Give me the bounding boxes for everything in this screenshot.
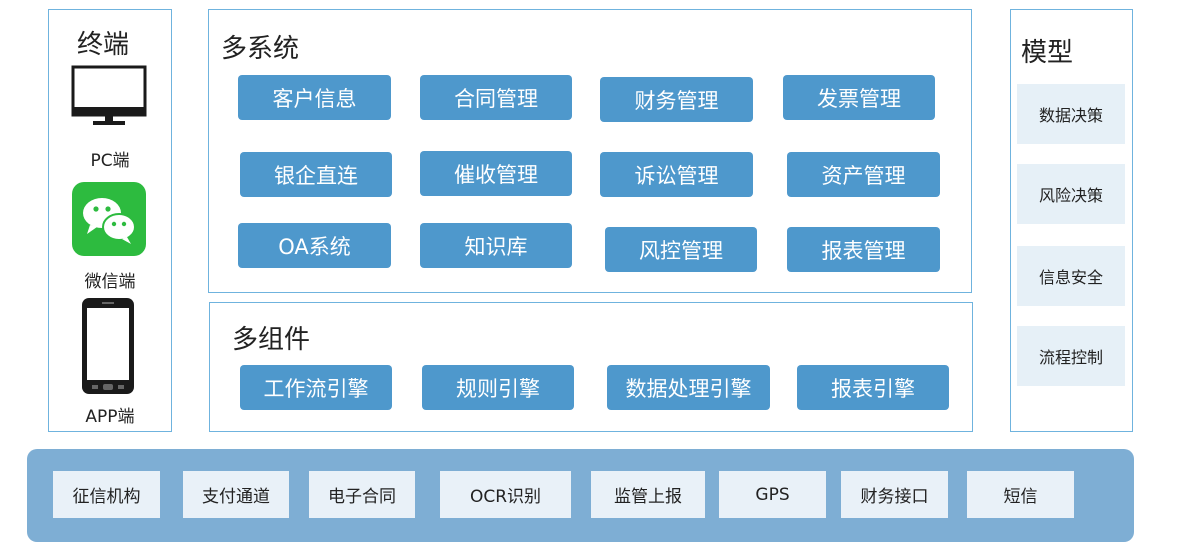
integration-sms: 短信 [967,471,1074,518]
terminal-label-pc: PC端 [90,151,130,171]
model-title: 模型 [1021,38,1074,68]
component-rule-engine[interactable]: 规则引擎 [422,365,574,410]
monitor-icon [71,65,147,133]
components-title: 多组件 [232,325,311,355]
integration-e-contract: 电子合同 [309,471,415,518]
smartphone-icon [80,296,136,400]
model-item-data-decision: 数据决策 [1017,84,1125,144]
integration-finance-interface: 财务接口 [841,471,948,518]
systems-panel: 多系统 客户信息 合同管理 财务管理 发票管理 银企直连 催收管理 诉讼管理 资… [208,9,972,293]
integration-payment-channel: 支付通道 [183,471,289,518]
model-item-info-security: 信息安全 [1017,246,1125,306]
model-panel: 模型 数据决策 风险决策 信息安全 流程控制 [1010,9,1133,432]
integration-bar: 征信机构 支付通道 电子合同 OCR识别 监管上报 GPS 财务接口 短信 [27,449,1134,542]
component-report-engine[interactable]: 报表引擎 [797,365,949,410]
integration-ocr: OCR识别 [440,471,571,518]
terminal-title: 终端 [77,30,130,60]
terminal-panel: 终端 PC端 微信端 [48,9,172,432]
system-bank-direct[interactable]: 银企直连 [240,152,392,197]
terminal-label-wechat: 微信端 [84,272,136,292]
system-risk-control[interactable]: 风控管理 [605,227,757,272]
component-workflow-engine[interactable]: 工作流引擎 [240,365,392,410]
system-oa[interactable]: OA系统 [238,223,391,268]
system-litigation-mgmt[interactable]: 诉讼管理 [600,152,753,197]
wechat-icon [72,182,146,260]
system-report-mgmt[interactable]: 报表管理 [787,227,940,272]
terminal-label-app: APP端 [85,407,135,427]
systems-title: 多系统 [221,34,300,64]
system-invoice-mgmt[interactable]: 发票管理 [783,75,935,120]
system-asset-mgmt[interactable]: 资产管理 [787,152,940,197]
system-knowledge-base[interactable]: 知识库 [420,223,572,268]
system-finance-mgmt[interactable]: 财务管理 [600,77,753,122]
integration-regulatory-report: 监管上报 [591,471,705,518]
model-item-process-control: 流程控制 [1017,326,1125,386]
system-collection-mgmt[interactable]: 催收管理 [420,151,572,196]
system-customer-info[interactable]: 客户信息 [238,75,391,120]
integration-credit-agency: 征信机构 [53,471,160,518]
system-contract-mgmt[interactable]: 合同管理 [420,75,572,120]
component-data-engine[interactable]: 数据处理引擎 [607,365,770,410]
components-panel: 多组件 工作流引擎 规则引擎 数据处理引擎 报表引擎 [209,302,973,432]
model-item-risk-decision: 风险决策 [1017,164,1125,224]
integration-gps: GPS [719,471,826,518]
